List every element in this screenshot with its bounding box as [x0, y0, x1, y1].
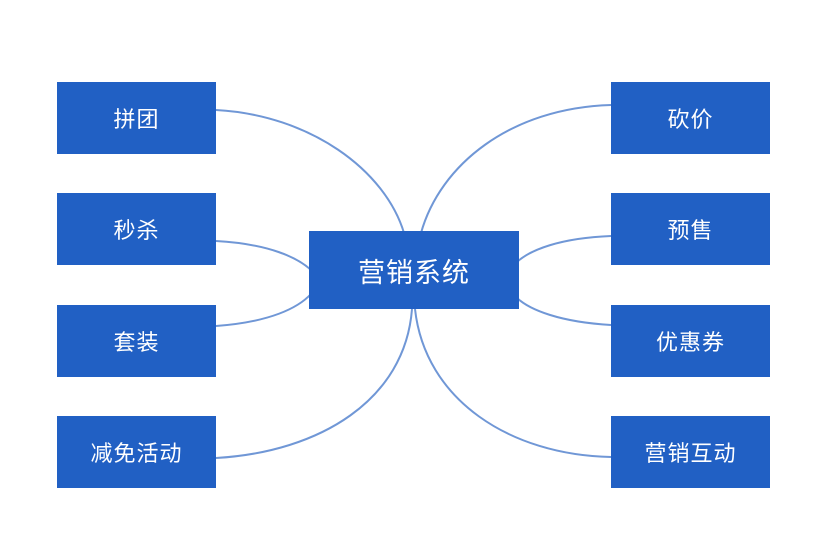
node-label: 优惠券	[655, 331, 725, 356]
node-yushou: 预售	[611, 193, 770, 265]
center-node: 营销系统	[309, 231, 519, 309]
center-node-label: 营销系统	[358, 257, 470, 289]
node-label: 套装	[113, 331, 160, 356]
link-center-youhuiquan	[516, 297, 612, 326]
node-kanjia: 砍价	[611, 82, 770, 154]
node-label: 预售	[667, 219, 714, 244]
node-label: 砍价	[667, 108, 714, 133]
node-pintuan: 拼团	[57, 82, 216, 154]
node-label: 减免活动	[90, 442, 183, 467]
link-center-taozhuang	[215, 293, 312, 327]
link-center-pintuan	[215, 109, 405, 234]
link-center-yushou	[516, 235, 612, 263]
node-label: 秒杀	[113, 219, 160, 244]
node-miaosha: 秒杀	[57, 193, 216, 265]
node-label: 拼团	[113, 108, 160, 133]
node-jianmian-huodong: 减免活动	[57, 416, 216, 488]
link-center-miaosha	[215, 240, 312, 271]
node-yingxiao-hudong: 营销互动	[611, 416, 770, 488]
link-center-kanjia	[420, 104, 612, 234]
node-youhuiquan: 优惠券	[611, 305, 770, 377]
node-label: 营销互动	[644, 442, 737, 467]
link-center-hudong	[414, 308, 612, 458]
link-center-jianmian	[215, 308, 413, 459]
node-taozhuang: 套装	[57, 305, 216, 377]
